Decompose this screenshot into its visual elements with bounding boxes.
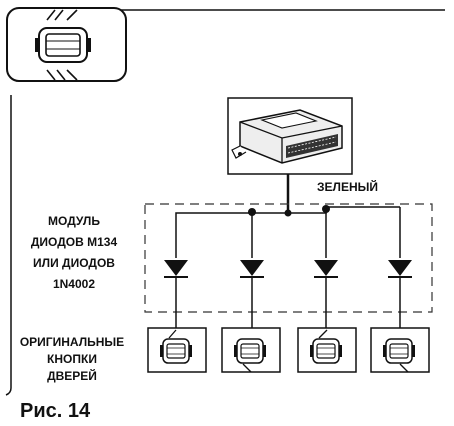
diode-symbol-icon [240,260,264,278]
svg-text:КНОПКИ: КНОПКИ [47,352,97,366]
svg-text:1N4002: 1N4002 [53,277,95,291]
figure-caption: Рис. 14 [20,400,91,422]
junction-dot [284,209,292,217]
junction-dot [248,208,256,216]
door-button [147,327,207,373]
svg-text:ИЛИ ДИОДОВ: ИЛИ ДИОДОВ [33,256,115,270]
door-button [297,327,357,373]
diode-module-box [144,203,433,313]
junction-dot [322,205,330,213]
door-button-car-icon [382,338,416,364]
diode-symbol-icon [388,260,412,278]
green-wire-label: ЗЕЛЕНЫЙ [317,179,378,194]
svg-text:ДВЕРЕЙ: ДВЕРЕЙ [47,368,97,383]
door-button [221,327,281,373]
door-button-car-icon [159,338,193,364]
diode-symbol-icon [314,260,338,278]
door-wires [175,277,401,328]
door-buttons-label: ОРИГИНАЛЬНЫЕ КНОПКИ ДВЕРЕЙ [20,335,124,383]
diode-module-label: МОДУЛЬ ДИОДОВ М134 ИЛИ ДИОДОВ 1N4002 [31,214,118,291]
car-doors-open-icon [35,9,91,81]
alarm-control-module-icon [231,109,343,164]
door-button [370,327,430,373]
svg-text:ДИОДОВ М134: ДИОДОВ М134 [31,235,118,249]
svg-text:МОДУЛЬ: МОДУЛЬ [48,214,100,228]
svg-text:ОРИГИНАЛЬНЫЕ: ОРИГИНАЛЬНЫЕ [20,335,124,349]
left-frame-line [5,95,12,396]
door-button-car-icon [233,338,267,364]
diode-symbol-icon [164,260,188,278]
door-button-car-icon [309,338,343,364]
